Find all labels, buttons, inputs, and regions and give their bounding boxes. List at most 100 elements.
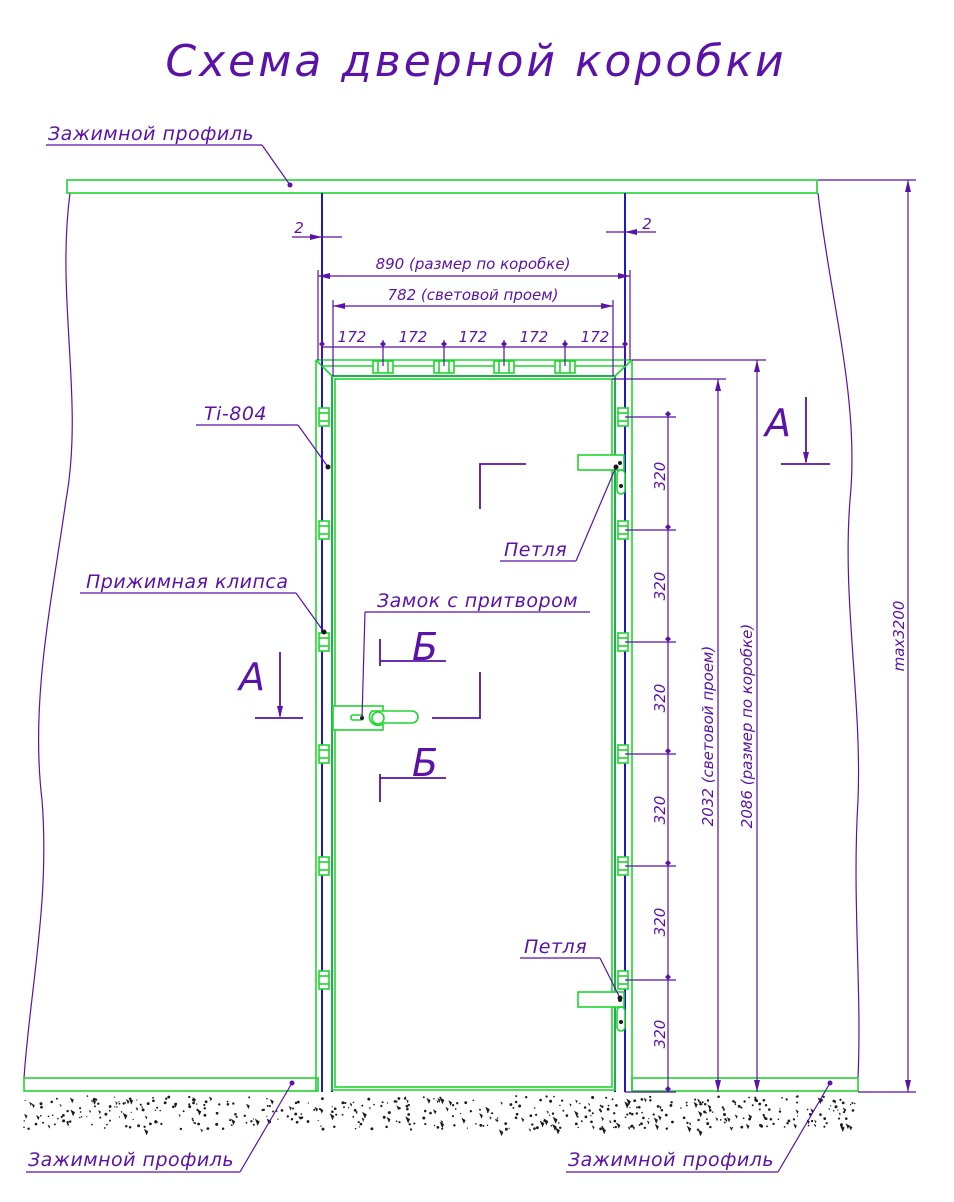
- ground-speck: [397, 1097, 401, 1100]
- ground-speck: [422, 1096, 425, 1099]
- bottom-left-clamp-profile: [23, 1077, 319, 1092]
- ground-speck: [197, 1122, 200, 1126]
- ground-speck: [779, 1108, 781, 1110]
- ground-speck: [97, 1102, 100, 1105]
- pressure-clip-label: Прижимная клипса: [86, 571, 289, 593]
- ground-grain: [29, 1101, 32, 1107]
- ground-speck: [539, 1098, 542, 1102]
- ground-speck: [125, 1125, 128, 1128]
- ground-speck: [407, 1113, 411, 1116]
- ground-speck: [152, 1096, 155, 1099]
- ground-speck: [743, 1100, 746, 1103]
- ground-speck: [822, 1095, 825, 1099]
- ground-speck: [86, 1116, 88, 1118]
- ground-speck: [562, 1109, 565, 1112]
- diagram-title: Схема дверной коробки: [165, 36, 786, 87]
- ground-speck: [174, 1102, 178, 1106]
- ground-speck: [141, 1106, 143, 1108]
- ground-speck: [108, 1109, 111, 1112]
- ground-grain: [795, 1109, 799, 1115]
- ground-grain: [288, 1105, 292, 1111]
- ground-speck: [232, 1102, 235, 1105]
- ground-speck: [486, 1124, 489, 1127]
- ground-speck: [250, 1120, 253, 1123]
- side-clip: [318, 856, 330, 876]
- hinge-side-pitch-ticks: [625, 411, 676, 1093]
- ground-speck: [697, 1118, 700, 1122]
- ground-speck: [226, 1100, 229, 1103]
- ground-speck: [823, 1125, 826, 1128]
- ground-speck: [218, 1103, 221, 1106]
- top-clamp-profile: [66, 179, 818, 194]
- ground-speck: [479, 1108, 481, 1111]
- ground-grain: [120, 1110, 123, 1114]
- ground-speck: [422, 1116, 426, 1120]
- ground-speck: [649, 1095, 652, 1098]
- clear-height-dim: 2032 (световой проем): [699, 646, 717, 826]
- ground-speck: [60, 1115, 63, 1119]
- ground-speck: [406, 1107, 409, 1111]
- ground-speck: [409, 1128, 413, 1131]
- ground-speck: [758, 1108, 761, 1111]
- ground-speck: [163, 1101, 167, 1105]
- ground-speck: [116, 1106, 118, 1108]
- ground-grain: [144, 1115, 148, 1120]
- ground-speck: [706, 1118, 708, 1120]
- ground-speck: [196, 1108, 199, 1111]
- ground-grain: [528, 1128, 531, 1132]
- side-pitch-tick-mark: [665, 524, 671, 530]
- ground-speck: [192, 1101, 195, 1105]
- ground-speck: [179, 1127, 183, 1131]
- ground-speck: [709, 1125, 712, 1129]
- ground-speck: [347, 1107, 350, 1109]
- ground-speck: [343, 1106, 345, 1109]
- ground-speck: [553, 1095, 555, 1098]
- ground-speck: [734, 1101, 737, 1104]
- ground-speck: [514, 1116, 518, 1120]
- ground-speck: [118, 1116, 121, 1118]
- ground-grain: [368, 1106, 371, 1110]
- ground-grain: [653, 1117, 658, 1124]
- side-clip: [318, 520, 330, 540]
- ground-grain: [745, 1123, 750, 1130]
- ground-speck: [91, 1123, 93, 1126]
- ground-speck: [39, 1114, 42, 1117]
- ground-grain: [643, 1097, 647, 1103]
- pitch-tick-mark: [622, 341, 628, 347]
- ground-speck: [51, 1114, 54, 1116]
- ground-grain: [552, 1116, 558, 1124]
- ground-speck: [810, 1119, 814, 1123]
- ground-speck: [23, 1126, 25, 1129]
- ground-speck: [108, 1105, 112, 1108]
- ground-speck: [641, 1111, 643, 1114]
- ground-speck: [118, 1101, 120, 1103]
- ground-speck: [565, 1114, 569, 1117]
- ground-grain: [426, 1097, 431, 1104]
- ground-grain: [349, 1102, 353, 1107]
- ground-speck: [132, 1118, 134, 1121]
- ground-speck: [682, 1116, 686, 1120]
- ground-speck: [128, 1125, 132, 1129]
- ground-grain: [654, 1123, 659, 1131]
- side-pitch-3: 320: [651, 684, 669, 713]
- ground-speck: [203, 1113, 207, 1117]
- ground-speck: [47, 1115, 50, 1118]
- ground-speck: [466, 1127, 469, 1129]
- horizontal-dimensions: [292, 229, 656, 376]
- ground-speck: [588, 1109, 591, 1112]
- ground-speck: [475, 1123, 477, 1125]
- top-pitch-3: 172: [459, 328, 488, 346]
- ground-grain: [59, 1103, 62, 1107]
- side-clip: [617, 407, 629, 427]
- ground-grain: [479, 1113, 483, 1119]
- lower-hinge-label: Петля: [524, 936, 587, 958]
- ground-speck: [141, 1108, 145, 1112]
- ground-speck: [769, 1117, 773, 1121]
- ground-speck: [828, 1108, 830, 1110]
- ground-speck: [633, 1099, 637, 1103]
- ground-speck: [341, 1101, 345, 1105]
- ground-speck: [781, 1096, 784, 1099]
- ground-grain: [658, 1105, 662, 1110]
- ground-speck: [796, 1115, 799, 1117]
- ground-speck: [188, 1095, 191, 1099]
